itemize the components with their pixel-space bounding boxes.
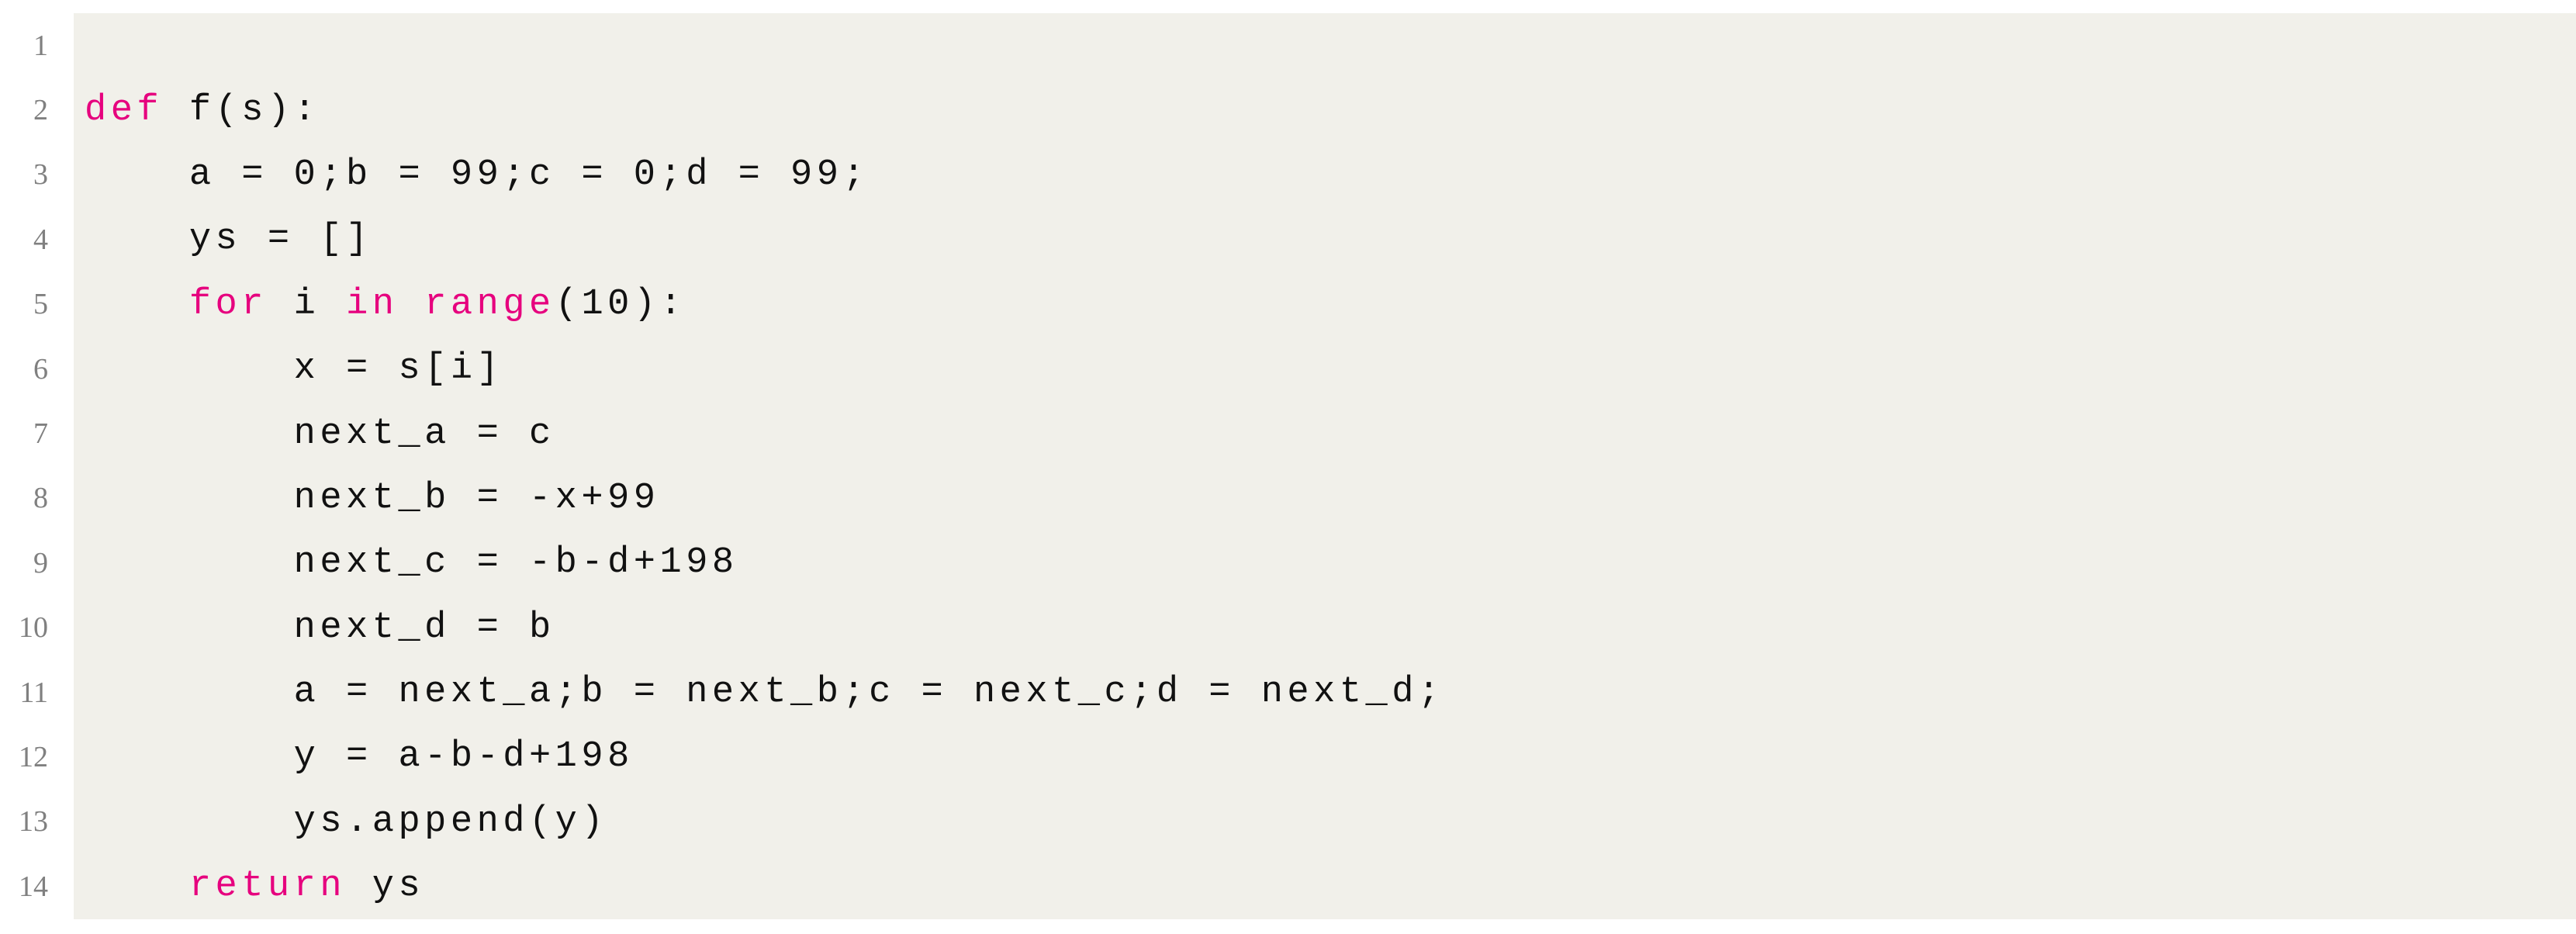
code-token: ys	[346, 866, 425, 908]
line-number: 9	[33, 546, 48, 579]
code-line: 2 def f(s):	[0, 78, 2576, 142]
line-number: 4	[33, 223, 48, 256]
line-number: 10	[19, 611, 48, 645]
code-background-panel	[74, 13, 2576, 919]
code-line: 3 a = 0;b = 99;c = 0;d = 99;	[0, 143, 2576, 207]
line-number: 11	[19, 676, 48, 709]
code-token: x = s[i]	[85, 348, 503, 390]
code-keyword: def	[85, 89, 164, 131]
code-keyword: return	[188, 866, 347, 908]
code-line: 7 next_a = c	[0, 401, 2576, 465]
code-token: y = a-b-d+198	[85, 736, 634, 778]
code-token: next_c = -b-d+198	[85, 542, 738, 584]
code-line-text: return ys	[74, 854, 424, 918]
code-token: a = 0;b = 99;c = 0;d = 99;	[85, 154, 870, 195]
code-line-text: next_c = -b-d+198	[74, 531, 738, 595]
code-line: 13 ys.append(y)	[0, 790, 2576, 854]
code-line-text: y = a-b-d+198	[74, 725, 634, 789]
code-line: 11 a = next_a;b = next_b;c = next_c;d = …	[0, 660, 2576, 725]
code-line: 4 ys = []	[0, 207, 2576, 272]
code-line-text: ys.append(y)	[74, 790, 607, 854]
code-token: next_d = b	[85, 607, 555, 649]
code-token	[399, 284, 425, 325]
code-line-text: def f(s):	[74, 78, 320, 142]
code-token: ys.append(y)	[85, 801, 608, 842]
code-line-text: next_a = c	[74, 401, 555, 465]
code-keyword: for	[188, 283, 268, 325]
code-line: 5 for i in range(10):	[0, 272, 2576, 337]
line-number: 14	[19, 870, 48, 903]
code-line: 9 next_c = -b-d+198	[0, 531, 2576, 595]
code-token	[85, 284, 189, 325]
code-line-text: x = s[i]	[74, 337, 503, 401]
line-number: 7	[33, 417, 48, 451]
code-line-text	[74, 13, 85, 78]
line-number: 13	[19, 805, 48, 839]
code-line: 1	[0, 13, 2576, 78]
code-line: 12 y = a-b-d+198	[0, 725, 2576, 789]
code-line: 14 return ys	[0, 854, 2576, 918]
code-token: ys = []	[85, 219, 372, 261]
line-number: 12	[19, 740, 48, 773]
code-keyword: in	[346, 283, 399, 325]
code-keyword: range	[424, 283, 555, 325]
line-number: 8	[33, 482, 48, 515]
code-token: next_a = c	[85, 413, 555, 455]
code-token: a = next_a;b = next_b;c = next_c;d = nex…	[85, 672, 1444, 714]
line-number: 5	[33, 288, 48, 321]
code-token: f(s):	[163, 89, 320, 131]
code-line: 8 next_b = -x+99	[0, 466, 2576, 531]
line-number: 6	[33, 352, 48, 386]
code-token: (10):	[555, 283, 686, 325]
code-token: next_b = -x+99	[85, 477, 660, 519]
code-line-text: ys = []	[74, 207, 372, 272]
line-number: 1	[33, 29, 48, 62]
code-token	[85, 866, 189, 907]
code-line-text: next_b = -x+99	[74, 466, 660, 531]
code-token: i	[267, 283, 347, 325]
code-line-text: for i in range(10):	[74, 272, 686, 337]
code-line: 6 x = s[i]	[0, 337, 2576, 401]
code-line-text: a = 0;b = 99;c = 0;d = 99;	[74, 143, 869, 207]
line-number: 2	[33, 94, 48, 127]
code-line-text: next_d = b	[74, 596, 555, 660]
code-line-text: a = next_a;b = next_b;c = next_c;d = nex…	[74, 660, 1444, 725]
code-line: 10 next_d = b	[0, 596, 2576, 660]
line-number: 3	[33, 158, 48, 192]
